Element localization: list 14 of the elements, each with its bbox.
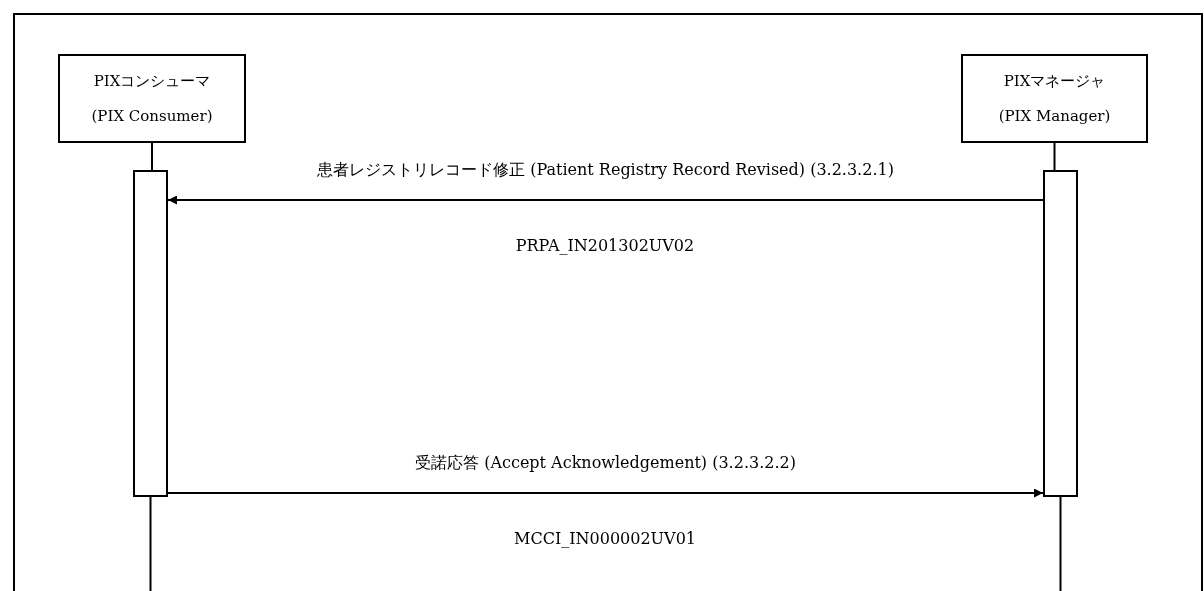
message-type-label: PRPA_IN201302UV02: [515, 236, 695, 255]
participant-box: PIXマネージャ (PIX Manager): [961, 54, 1148, 143]
lifeline: [149, 496, 152, 591]
message-type-label: MCCI_IN000002UV01: [514, 529, 696, 548]
message-arrow: [167, 488, 1044, 498]
lifeline: [1059, 496, 1062, 591]
activation-bar: [1043, 170, 1078, 497]
activation-bar: [133, 170, 168, 497]
participant-box: PIXコンシューマ (PIX Consumer): [58, 54, 246, 143]
lifeline: [1053, 142, 1056, 171]
message-label: 受諾応答 (Accept Acknowledgement) (3.2.3.2.2): [415, 453, 796, 474]
message-label: 患者レジストリレコード修正 (Patient Registry Record Revised) (3.2.3.2.1): [317, 160, 894, 181]
message-arrow: [167, 195, 1044, 205]
lifeline: [151, 142, 153, 171]
